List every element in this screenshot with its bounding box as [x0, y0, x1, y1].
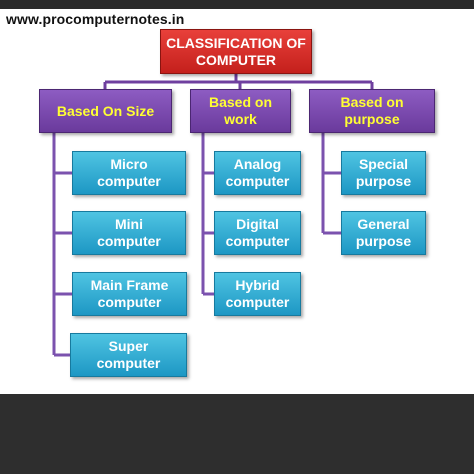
category-node-size: Based On Size: [39, 89, 172, 133]
root-node-classification: CLASSIFICATION OF COMPUTER: [160, 29, 312, 74]
leaf-node-micro-computer: Micro computer: [72, 151, 186, 195]
site-url-watermark: www.procomputernotes.in: [6, 11, 185, 27]
leaf-node-analog-computer: Analog computer: [214, 151, 301, 195]
leaf-node-general-purpose: General purpose: [341, 211, 426, 255]
category-node-purpose: Based on purpose: [309, 89, 435, 133]
leaf-node-special-purpose: Special purpose: [341, 151, 426, 195]
leaf-node-super-computer: Super computer: [70, 333, 187, 377]
bottom-dark-bar: [0, 394, 474, 474]
category-node-work: Based on work: [190, 89, 291, 133]
leaf-node-hybrid-computer: Hybrid computer: [214, 272, 301, 316]
leaf-node-main-frame-computer: Main Frame computer: [72, 272, 187, 316]
top-dark-bar: [0, 0, 474, 9]
leaf-node-mini-computer: Mini computer: [72, 211, 186, 255]
leaf-node-digital-computer: Digital computer: [214, 211, 301, 255]
